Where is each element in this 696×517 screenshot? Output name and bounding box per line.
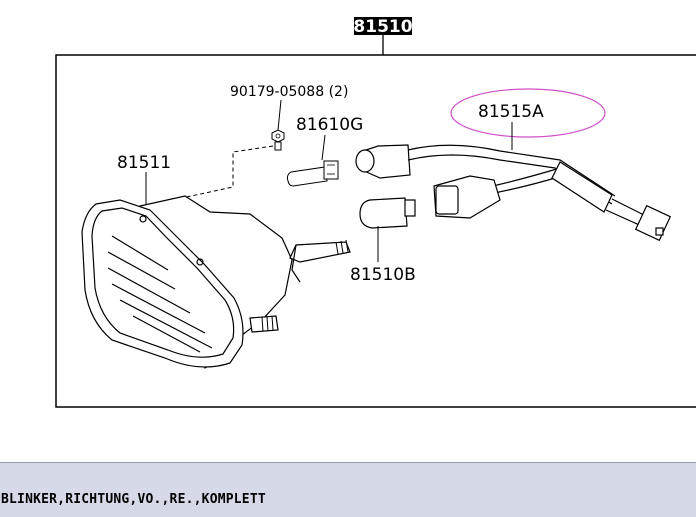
highlight-circle: [450, 88, 606, 138]
assembly-number-badge[interactable]: [354, 17, 412, 35]
assembly-frame: [55, 54, 696, 408]
socket-bulb-drawing: [359, 197, 416, 229]
callout-lamp-body[interactable]: 81511: [117, 153, 171, 173]
part-description: BLINKER,RICHTUNG,VO.,RE.,KOMPLETT: [1, 492, 266, 507]
lamp-housing-drawing: [81, 195, 351, 369]
screw-nut-icon: [271, 129, 285, 151]
leader-screw: [277, 99, 282, 131]
socket-wire-drawing: [355, 144, 672, 242]
part-info-bar: BLINKER,RICHTUNG,VO.,RE.,KOMPLETT: [0, 462, 696, 517]
assembly-number[interactable]: 81510: [353, 17, 412, 37]
callout-screw[interactable]: 90179-05088 (2): [230, 84, 348, 100]
callout-socket-wire[interactable]: 81515A: [478, 102, 544, 122]
leader-bulb: [321, 134, 326, 161]
screw-dashed-leader: [139, 145, 274, 208]
wedge-bulb-icon: [286, 160, 339, 187]
parts-diagram: 81510 90179-05088 (2) 81610G 81511: [55, 17, 696, 408]
callout-socket-bulb[interactable]: 81510B: [350, 265, 416, 285]
callout-bulb[interactable]: 81610G: [296, 115, 363, 135]
